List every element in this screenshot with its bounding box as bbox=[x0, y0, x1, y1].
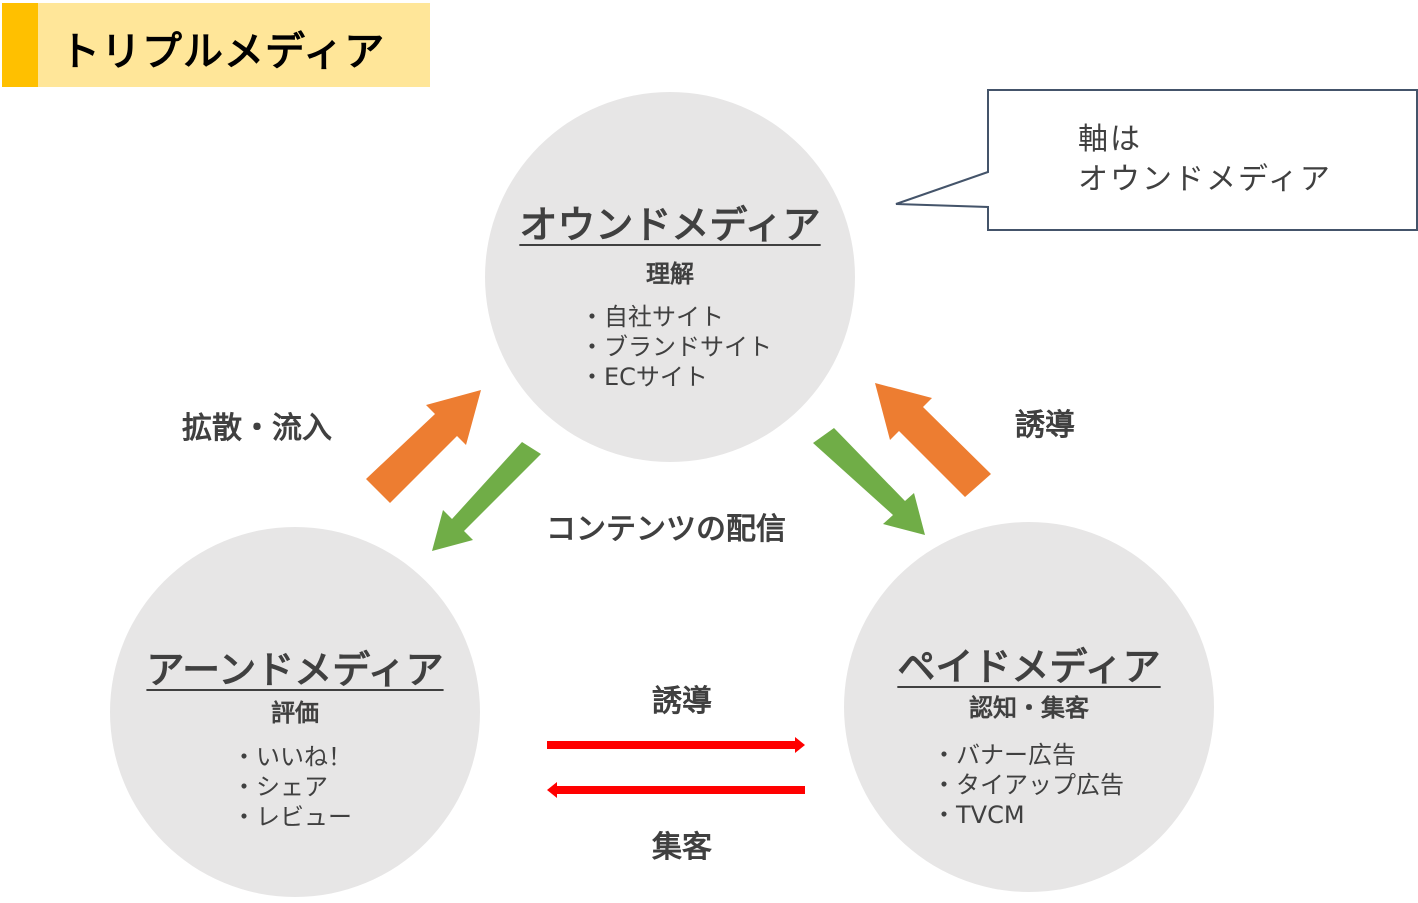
paid-media-role: 認知・集客 bbox=[969, 694, 1089, 722]
label-guide-right: 誘導 bbox=[1015, 408, 1075, 443]
list-item: ・ECサイト bbox=[580, 363, 708, 391]
label-attract: 集客 bbox=[652, 830, 712, 865]
earned-media-title: アーンドメディア bbox=[146, 648, 444, 692]
list-item: ・ブランドサイト bbox=[580, 333, 772, 361]
owned-media-role: 理解 bbox=[646, 260, 694, 288]
callout-line-1: 軸は bbox=[1078, 122, 1142, 157]
callout-text: 軸は オウンドメディア bbox=[1078, 120, 1332, 200]
paid-media-circle: ペイドメディア 認知・集客 ・バナー広告 ・タイアップ広告 ・TVCM bbox=[844, 522, 1214, 892]
list-item: ・TVCM bbox=[932, 801, 1025, 829]
label-spread: 拡散・流入 bbox=[182, 411, 332, 446]
owned-media-title: オウンドメディア bbox=[519, 203, 821, 247]
list-item: ・バナー広告 bbox=[932, 741, 1076, 769]
arrow-content-right bbox=[813, 428, 925, 535]
owned-media-circle: オウンドメディア 理解 ・自社サイト ・ブランドサイト ・ECサイト bbox=[485, 92, 855, 462]
earned-media-circle: アーンドメディア 評価 ・いいね！ ・シェア ・レビュー bbox=[110, 527, 480, 897]
label-content: コンテンツの配信 bbox=[546, 512, 786, 547]
list-item: ・レビュー bbox=[232, 803, 352, 831]
paid-media-list: ・バナー広告 ・タイアップ広告 ・TVCM bbox=[932, 740, 1124, 830]
paid-media-title: ペイドメディア bbox=[897, 645, 1161, 689]
title-banner: トリプルメディア bbox=[2, 3, 430, 87]
list-item: ・自社サイト bbox=[580, 303, 724, 331]
title-accent-bar bbox=[2, 3, 38, 87]
owned-media-list: ・自社サイト ・ブランドサイト ・ECサイト bbox=[580, 302, 772, 392]
callout-line-2: オウンドメディア bbox=[1078, 162, 1332, 197]
list-item: ・シェア bbox=[232, 773, 328, 801]
list-item: ・タイアップ広告 bbox=[932, 771, 1124, 799]
label-guide-bottom: 誘導 bbox=[652, 684, 712, 719]
earned-media-list: ・いいね！ ・シェア ・レビュー bbox=[232, 742, 352, 832]
page-title: トリプルメディア bbox=[60, 29, 386, 75]
callout-bubble bbox=[895, 89, 1418, 231]
list-item: ・いいね！ bbox=[232, 743, 352, 771]
arrow-guide-up bbox=[875, 383, 991, 497]
earned-media-role: 評価 bbox=[271, 699, 319, 727]
arrow-content-left bbox=[432, 442, 541, 551]
arrow-spread-up bbox=[366, 390, 481, 503]
